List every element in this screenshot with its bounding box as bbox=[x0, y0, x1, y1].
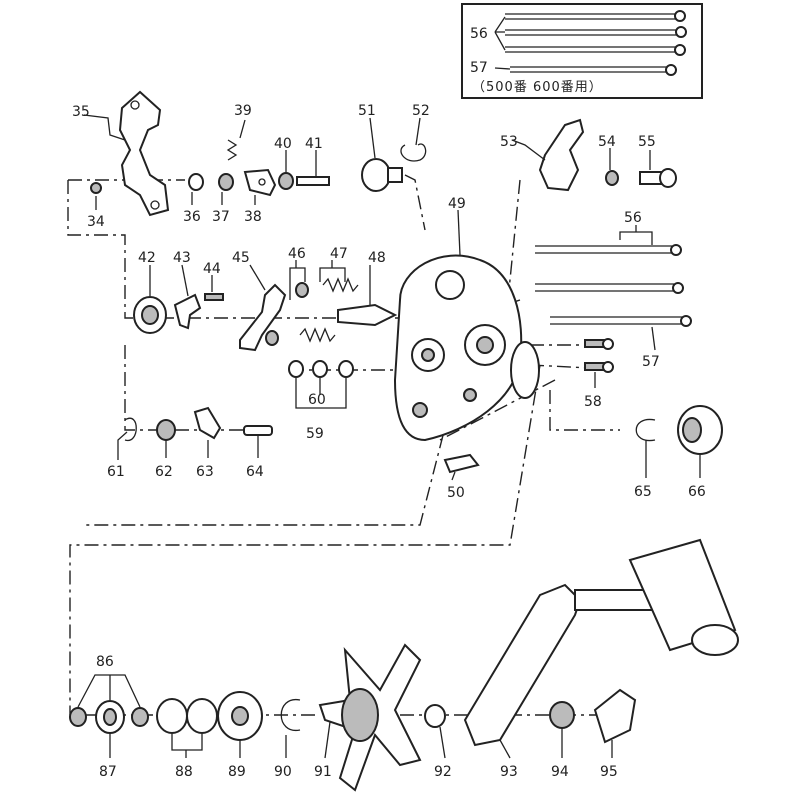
label-54: 54 bbox=[598, 134, 616, 150]
part-54-washer bbox=[605, 170, 619, 186]
part-47-springs bbox=[299, 277, 359, 343]
part-number-labels: 34 35 36 37 38 39 40 41 42 43 44 45 46 4… bbox=[72, 26, 706, 780]
part-39-spring bbox=[226, 139, 238, 161]
label-87: 87 bbox=[99, 764, 117, 780]
label-47: 47 bbox=[330, 246, 348, 262]
label-40: 40 bbox=[274, 136, 292, 152]
part-36-collar bbox=[188, 173, 204, 191]
label-65: 65 bbox=[634, 484, 652, 500]
part-61-clip bbox=[124, 417, 137, 441]
part-65-clip bbox=[635, 418, 656, 442]
part-87-bearing bbox=[95, 700, 125, 734]
label-64: 64 bbox=[246, 464, 264, 480]
label-51: 51 bbox=[358, 103, 376, 119]
label-37: 37 bbox=[212, 209, 230, 225]
label-56-inset: 56 bbox=[470, 26, 488, 42]
part-88-washers bbox=[156, 698, 218, 734]
label-52: 52 bbox=[412, 103, 430, 119]
part-49-side-plate bbox=[393, 254, 540, 442]
part-94-nut bbox=[549, 701, 575, 729]
part-44-screw bbox=[204, 293, 224, 301]
label-89: 89 bbox=[228, 764, 246, 780]
label-88: 88 bbox=[175, 764, 193, 780]
label-66: 66 bbox=[688, 484, 706, 500]
label-46: 46 bbox=[288, 246, 306, 262]
label-92: 92 bbox=[434, 764, 452, 780]
label-53: 53 bbox=[500, 134, 518, 150]
label-63: 63 bbox=[196, 464, 214, 480]
inset-rod bbox=[505, 10, 687, 76]
part-86-washers bbox=[69, 707, 149, 727]
label-61: 61 bbox=[107, 464, 125, 480]
part-60-washers bbox=[288, 360, 354, 378]
part-57-rod bbox=[550, 315, 692, 327]
part-91-star-drag bbox=[318, 643, 422, 792]
part-46-collars bbox=[265, 282, 309, 346]
part-64-pin bbox=[243, 425, 273, 436]
part-48-plunger bbox=[337, 303, 398, 327]
part-89-drag-washer bbox=[217, 691, 263, 741]
part-45-lever bbox=[239, 283, 287, 352]
part-37-spring-washer bbox=[218, 173, 234, 191]
part-53-drag-lever bbox=[538, 118, 585, 192]
label-57: 57 bbox=[642, 354, 660, 370]
label-91: 91 bbox=[314, 764, 332, 780]
part-66-star-drag bbox=[677, 405, 723, 455]
inset-note: （500番 600番用） bbox=[472, 80, 603, 95]
label-38: 38 bbox=[244, 209, 262, 225]
part-55-bolt bbox=[639, 168, 677, 188]
part-56-rods bbox=[535, 244, 684, 294]
part-52-spring-clip bbox=[400, 143, 427, 162]
label-50: 50 bbox=[447, 485, 465, 501]
part-43-pawl bbox=[173, 293, 202, 330]
label-57-inset: 57 bbox=[470, 60, 488, 76]
label-94: 94 bbox=[551, 764, 569, 780]
part-63-cam bbox=[193, 406, 222, 440]
label-45: 45 bbox=[232, 250, 250, 266]
label-58: 58 bbox=[584, 394, 602, 410]
part-34-screw bbox=[90, 182, 102, 194]
label-49: 49 bbox=[448, 196, 466, 212]
label-35: 35 bbox=[72, 104, 90, 120]
part-35-lever-plate bbox=[118, 90, 170, 217]
label-48: 48 bbox=[368, 250, 386, 266]
label-86: 86 bbox=[96, 654, 114, 670]
label-60: 60 bbox=[308, 392, 326, 408]
part-95-handle-cap bbox=[593, 688, 637, 744]
part-51-knob bbox=[361, 158, 403, 192]
part-93-handle bbox=[463, 538, 739, 747]
label-55: 55 bbox=[638, 134, 656, 150]
label-39: 39 bbox=[234, 103, 252, 119]
label-59: 59 bbox=[306, 426, 324, 442]
label-43: 43 bbox=[173, 250, 191, 266]
part-38-link bbox=[243, 168, 277, 197]
part-42-bearing bbox=[133, 296, 167, 334]
label-93: 93 bbox=[500, 764, 518, 780]
part-41-screw bbox=[296, 176, 330, 186]
part-62-gear bbox=[156, 419, 176, 441]
inset-rods-box: （500番 600番用） bbox=[461, 3, 703, 99]
label-44: 44 bbox=[203, 261, 221, 277]
part-92-washer bbox=[424, 704, 446, 728]
leader-lines bbox=[83, 114, 651, 759]
part-50-clip bbox=[443, 453, 480, 474]
label-36: 36 bbox=[183, 209, 201, 225]
label-95: 95 bbox=[600, 764, 618, 780]
label-42: 42 bbox=[138, 250, 156, 266]
label-34: 34 bbox=[87, 214, 105, 230]
label-62: 62 bbox=[155, 464, 173, 480]
label-41: 41 bbox=[305, 136, 323, 152]
part-58-screws bbox=[584, 338, 614, 373]
part-90-clip bbox=[280, 699, 301, 731]
part-40-washer bbox=[278, 172, 294, 190]
label-90: 90 bbox=[274, 764, 292, 780]
label-56: 56 bbox=[624, 210, 642, 226]
